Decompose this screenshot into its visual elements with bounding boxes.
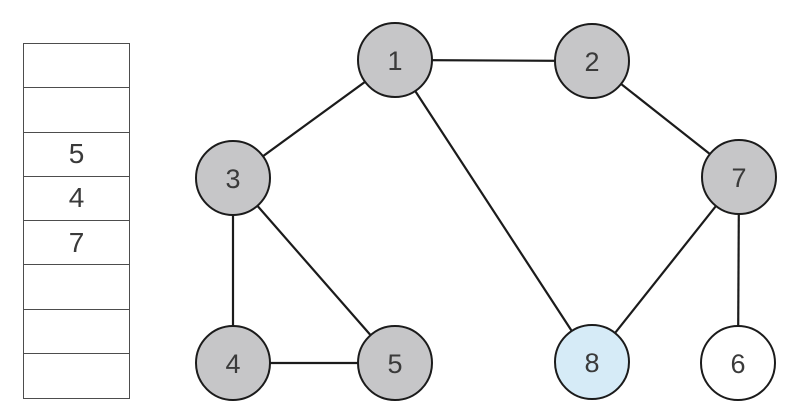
graph-edge-1-8 [394, 59, 593, 363]
stack-cell-4: 7 [24, 221, 129, 266]
graph-node-1 [357, 22, 433, 98]
graph-node-label-6: 6 [730, 349, 745, 379]
graph-node-label-8: 8 [584, 348, 599, 378]
graph-node-7 [701, 139, 777, 215]
stack-cell-3: 4 [24, 177, 129, 221]
graph-node-8 [554, 324, 630, 400]
graph-node-label-1: 1 [387, 46, 402, 76]
stack-cell-0 [24, 44, 129, 89]
stack-cell-6 [24, 310, 129, 354]
graph-node-4 [195, 325, 271, 401]
graph-node-label-4: 4 [225, 349, 240, 379]
graph-node-label-2: 2 [584, 47, 599, 77]
graph-node-label-3: 3 [225, 164, 240, 194]
stack-cell-1 [24, 88, 129, 133]
graph-node-6 [700, 325, 776, 401]
graph-node-label-7: 7 [731, 163, 746, 193]
graph-node-2 [554, 23, 630, 99]
graph-edge-7-8 [591, 176, 740, 363]
graph-node-label-5: 5 [387, 349, 402, 379]
stack-cell-5 [24, 265, 129, 310]
graph-node-3 [195, 140, 271, 216]
stack-column: 5 4 7 [23, 43, 130, 399]
stack-cell-2: 5 [24, 133, 129, 177]
graph-edge-3-5 [232, 177, 396, 364]
graph-node-5 [357, 325, 433, 401]
